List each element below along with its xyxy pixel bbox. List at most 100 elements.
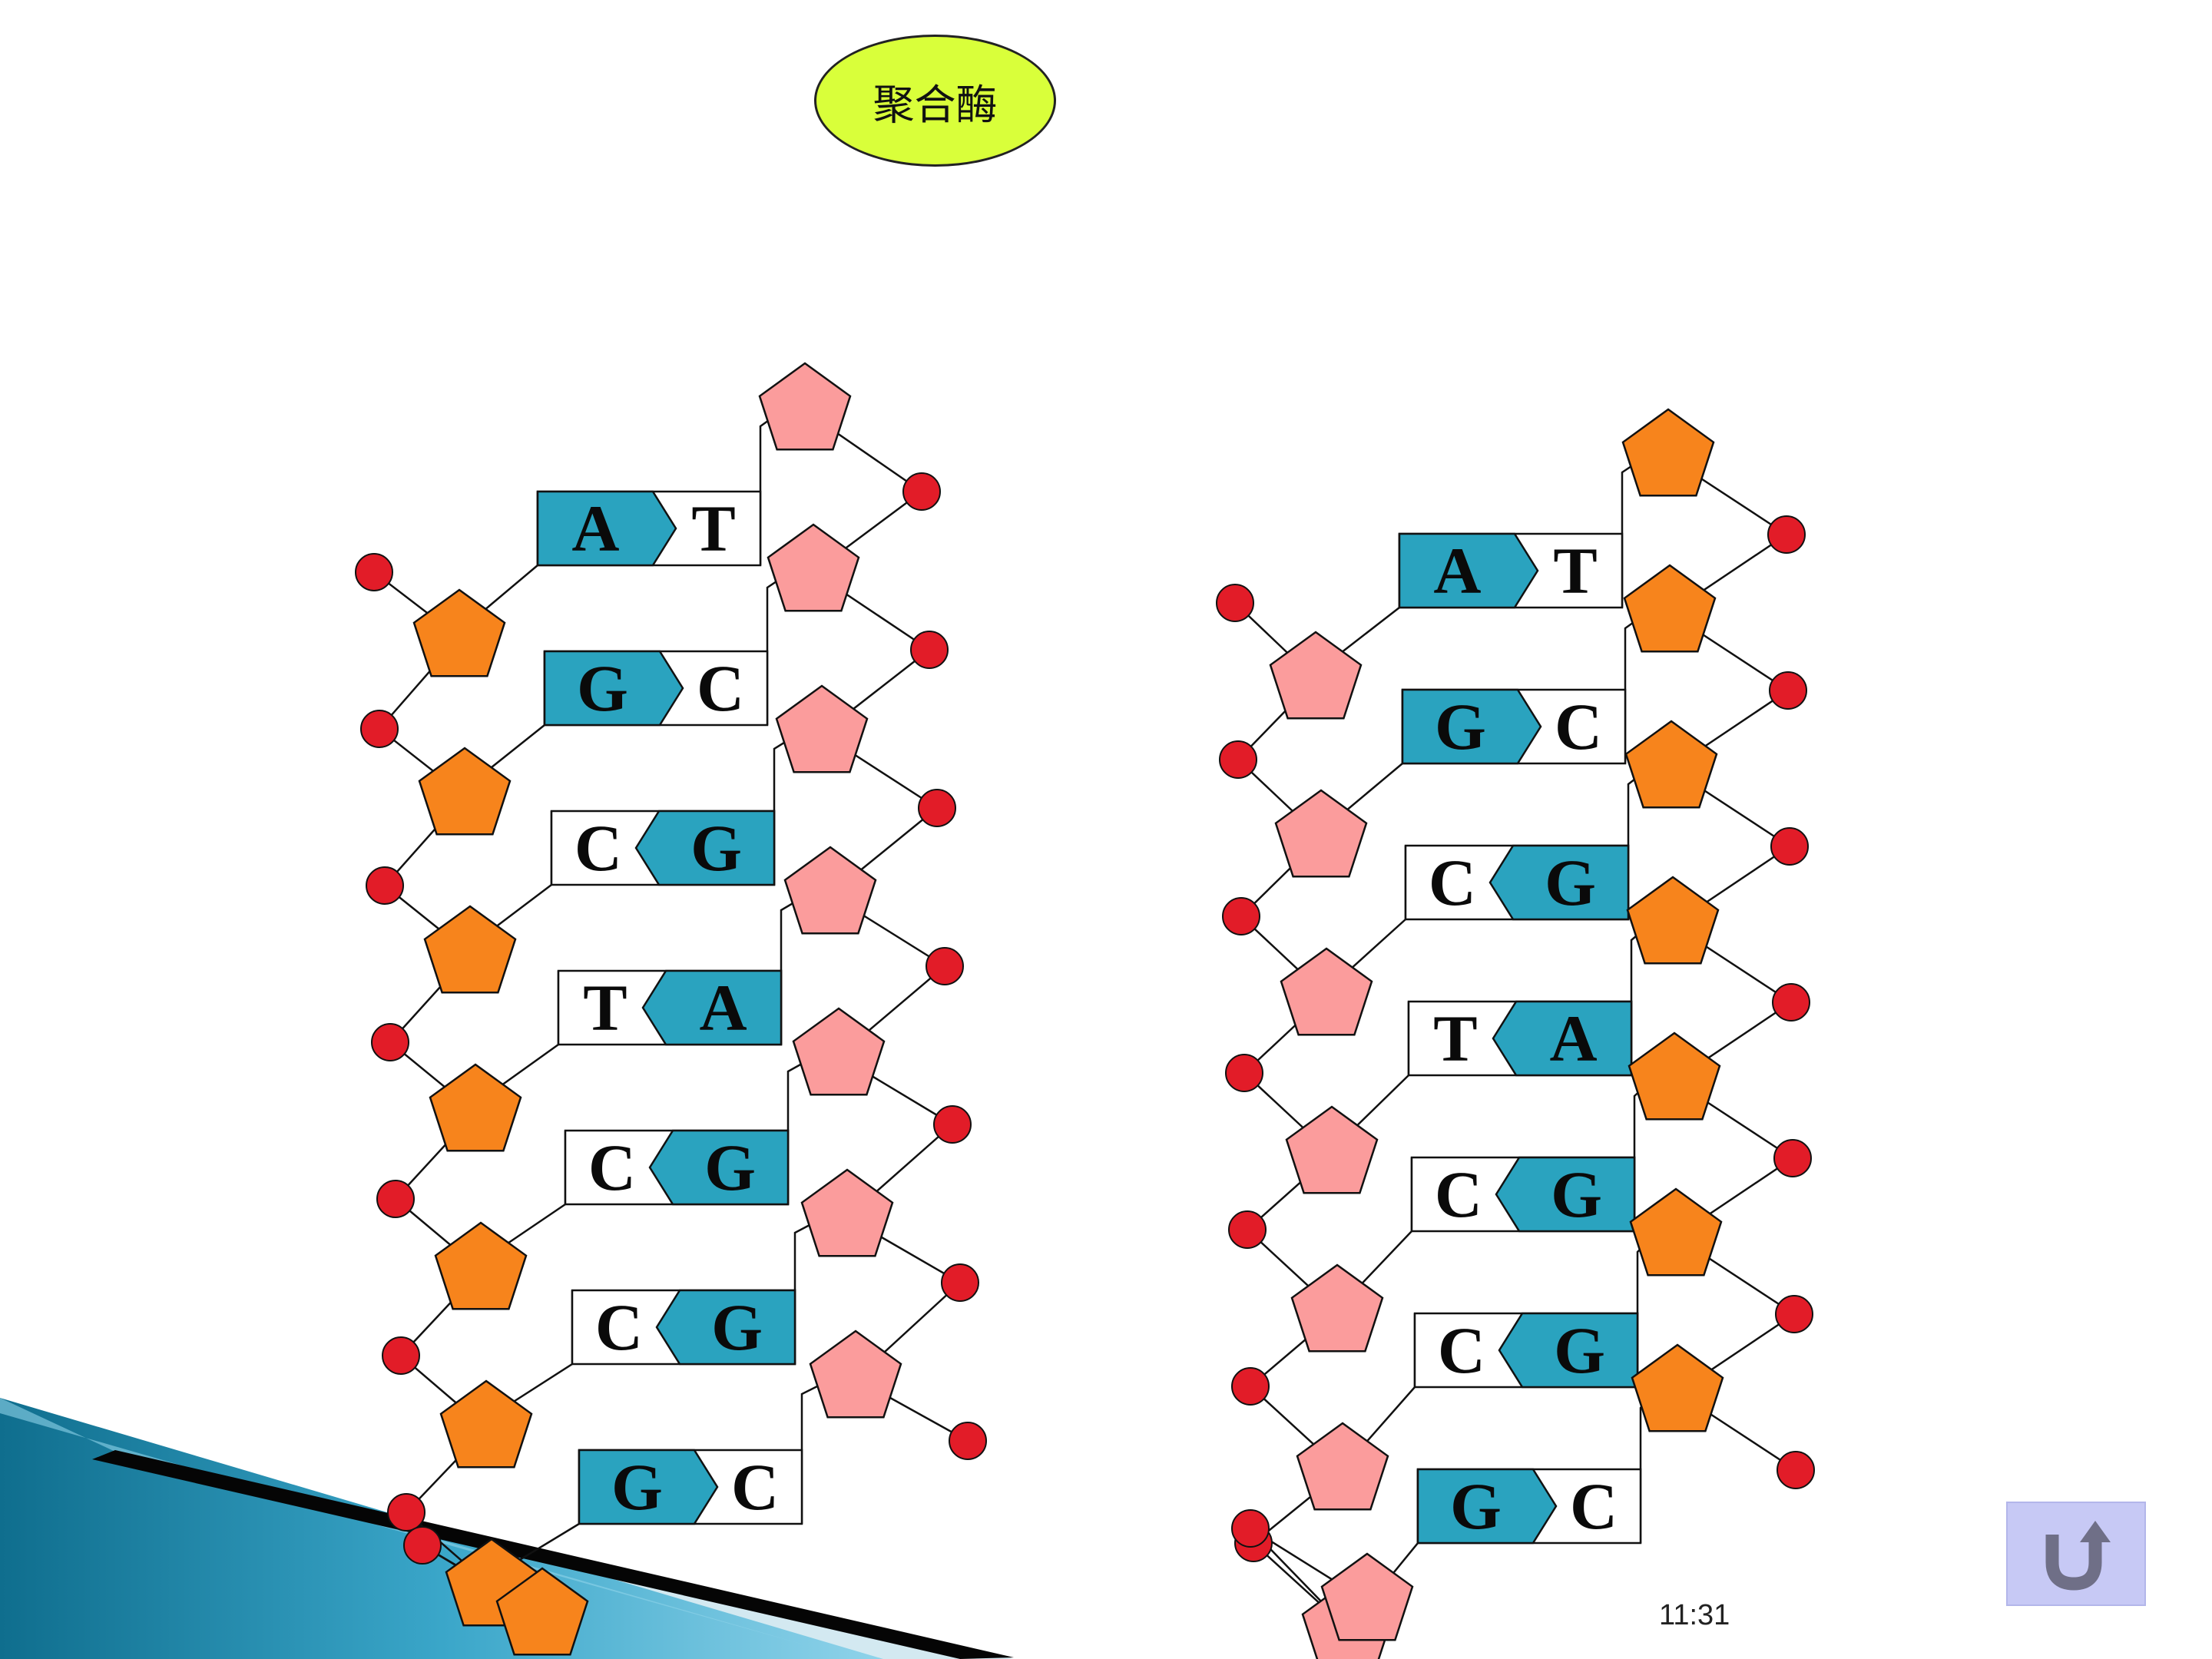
phosphate-dot bbox=[910, 631, 949, 669]
base-letter-right: A bbox=[1550, 1002, 1598, 1075]
sugar-pentagon bbox=[1320, 1552, 1414, 1641]
purine-base-shape bbox=[1401, 688, 1542, 765]
purine-base-shape bbox=[536, 490, 677, 567]
sugar-pentagon bbox=[1296, 1422, 1389, 1511]
base-letter-left: T bbox=[583, 971, 627, 1045]
purine-base-shape bbox=[1398, 532, 1539, 609]
purine-base-shape bbox=[648, 1129, 790, 1206]
base-letter-left: C bbox=[588, 1131, 636, 1204]
sugar-pentagon bbox=[758, 362, 852, 451]
slide-time: 11:31 bbox=[1659, 1599, 1730, 1631]
base-letter-left: G bbox=[1450, 1469, 1502, 1543]
base-letter-left: C bbox=[575, 811, 622, 885]
phosphate-dot bbox=[926, 947, 964, 985]
base-letter-left: G bbox=[1435, 690, 1486, 763]
corner-decoration bbox=[0, 1398, 1014, 1659]
base-letter-left: C bbox=[1435, 1157, 1482, 1231]
sugar-pentagon bbox=[412, 588, 506, 677]
base-letter-right: T bbox=[1553, 534, 1597, 608]
purine-base-shape bbox=[543, 650, 684, 727]
sugar-pentagon bbox=[1623, 564, 1717, 653]
sugar-pentagon bbox=[775, 684, 869, 773]
phosphate-dot bbox=[1777, 1451, 1815, 1489]
sugar-pentagon bbox=[1621, 408, 1715, 497]
phosphate-dot bbox=[1231, 1367, 1270, 1406]
phosphate-dot bbox=[933, 1105, 972, 1144]
purine-base-shape bbox=[634, 810, 776, 886]
sugar-pentagon bbox=[1280, 947, 1373, 1036]
phosphate-dot bbox=[355, 553, 393, 591]
base-letter-left: C bbox=[595, 1290, 643, 1364]
phosphate-dot bbox=[1773, 1139, 1812, 1177]
phosphate-dot bbox=[360, 710, 399, 748]
phosphate-dot bbox=[1769, 671, 1807, 710]
sugar-pentagon bbox=[1269, 631, 1363, 720]
return-button[interactable] bbox=[2006, 1502, 2146, 1606]
polymerase-enzyme: 聚合酶 bbox=[814, 35, 1056, 167]
sugar-pentagon bbox=[800, 1168, 894, 1257]
phosphate-dot bbox=[1228, 1210, 1267, 1249]
base-letter-left: G bbox=[577, 651, 628, 725]
sugar-pentagon bbox=[1631, 1343, 1724, 1432]
sugar-pentagon bbox=[767, 523, 860, 612]
enzyme-label: 聚合酶 bbox=[873, 81, 998, 128]
sugar-pentagon bbox=[1624, 720, 1718, 809]
base-letter-right: A bbox=[700, 971, 747, 1045]
sugar-pentagon bbox=[1626, 876, 1720, 965]
phosphate-dot bbox=[1222, 897, 1260, 935]
phosphate-dot bbox=[1216, 584, 1254, 622]
sugar-pentagon bbox=[783, 846, 877, 935]
phosphate-dot bbox=[387, 1493, 426, 1532]
base-letter-right: C bbox=[697, 651, 744, 725]
base-letter-left: C bbox=[1438, 1313, 1485, 1387]
phosphate-dot bbox=[1219, 740, 1257, 779]
phosphate-dot bbox=[382, 1336, 420, 1375]
base-letter-left: A bbox=[1433, 534, 1481, 608]
base-letter-right: C bbox=[1555, 690, 1602, 763]
sugar-pentagon bbox=[429, 1063, 522, 1152]
base-letter-right: C bbox=[1570, 1469, 1618, 1543]
sugar-pentagon bbox=[423, 905, 517, 994]
purine-base-shape bbox=[578, 1449, 719, 1525]
base-letter-right: G bbox=[1545, 846, 1596, 919]
sugar-pentagon bbox=[809, 1330, 902, 1419]
purine-base-shape bbox=[1492, 1000, 1633, 1077]
phosphate-dot bbox=[1775, 1295, 1813, 1333]
phosphate-dot bbox=[403, 1526, 442, 1565]
base-letter-left: G bbox=[611, 1450, 663, 1524]
phosphate-dot bbox=[366, 866, 404, 905]
base-letter-left: A bbox=[571, 492, 619, 565]
phosphate-dot bbox=[941, 1263, 979, 1302]
base-letter-right: G bbox=[1554, 1313, 1605, 1387]
purine-base-shape bbox=[1488, 844, 1630, 921]
phosphate-dot bbox=[918, 789, 956, 827]
phosphate-dot bbox=[902, 472, 941, 511]
purine-base-shape bbox=[1416, 1468, 1558, 1545]
u-turn-arrow-icon bbox=[2045, 1521, 2111, 1591]
sugar-pentagon bbox=[1290, 1263, 1384, 1353]
base-letter-right: G bbox=[1551, 1157, 1602, 1231]
sugar-pentagon bbox=[1274, 789, 1368, 878]
purine-base-shape bbox=[641, 969, 783, 1046]
base-letter-right: G bbox=[690, 811, 742, 885]
purine-base-shape bbox=[655, 1289, 796, 1366]
sugar-pentagon bbox=[792, 1007, 886, 1096]
phosphate-dot bbox=[371, 1023, 409, 1061]
